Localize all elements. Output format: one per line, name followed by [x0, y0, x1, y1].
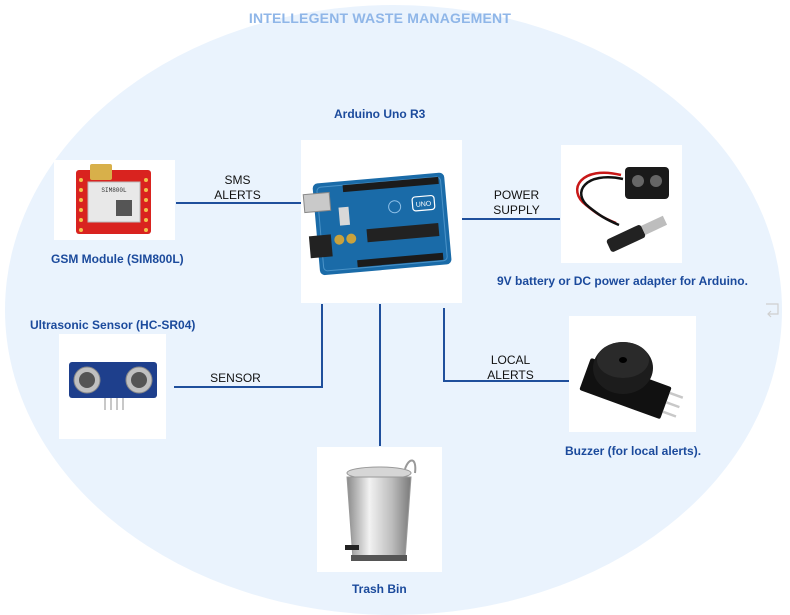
arduino-board-text: UNO	[416, 201, 433, 209]
diagram-title: INTELLEGENT WASTE MANAGEMENT	[248, 10, 512, 26]
wire-arduino-buzzer-vertical	[443, 308, 445, 382]
ultrasonic-caption: Ultrasonic Sensor (HC-SR04)	[30, 318, 196, 332]
arduino-caption: Arduino Uno R3	[334, 107, 426, 121]
edge-label-local-line1: LOCAL	[490, 353, 531, 367]
wire-gsm-arduino	[176, 202, 301, 204]
ultrasonic-sensor-card[interactable]	[59, 334, 166, 439]
trash-caption: Trash Bin	[352, 582, 407, 596]
edge-label-power: POWER SUPPLY	[484, 188, 549, 218]
edge-label-sms-line1: SMS	[224, 173, 251, 187]
buzzer-caption: Buzzer (for local alerts).	[565, 444, 702, 458]
wire-arduino-power	[462, 218, 560, 220]
edge-label-power-line1: POWER	[493, 188, 540, 202]
arduino-board-image: UNO	[302, 172, 452, 276]
wire-arduino-trash	[379, 304, 381, 446]
edge-label-sensor-line1: SENSOR	[210, 371, 261, 385]
wire-arduino-sensor-vertical	[321, 304, 323, 388]
gsm-chip-text: SIM800L	[101, 187, 127, 194]
trash-bin-image	[345, 459, 417, 561]
power-adapter-card[interactable]	[561, 145, 682, 263]
edge-label-local: LOCAL ALERTS	[478, 353, 543, 383]
gsm-module-card[interactable]: SIM800L	[54, 160, 175, 240]
edge-label-sensor: SENSOR	[198, 371, 273, 386]
wire-arduino-buzzer-horizontal	[443, 380, 570, 382]
edge-label-sms: SMS ALERTS	[205, 173, 270, 203]
gsm-caption: GSM Module (SIM800L)	[51, 252, 184, 266]
ultrasonic-sensor-image	[69, 362, 157, 410]
arduino-uno-card[interactable]: UNO	[301, 140, 462, 303]
edge-label-sms-line2: ALERTS	[214, 188, 261, 202]
gsm-module-image: SIM800L	[76, 164, 151, 234]
edge-label-local-line2: ALERTS	[487, 368, 534, 382]
buzzer-module-image	[579, 342, 684, 419]
connector-arrow-icon	[762, 298, 784, 320]
buzzer-card[interactable]	[569, 316, 696, 432]
wire-arduino-sensor-horizontal	[174, 386, 323, 388]
trash-bin-card[interactable]	[317, 447, 442, 572]
edge-label-power-line2: SUPPLY	[493, 203, 540, 217]
battery-clip-image	[575, 167, 669, 252]
power-caption: 9V battery or DC power adapter for Ardui…	[497, 274, 748, 288]
